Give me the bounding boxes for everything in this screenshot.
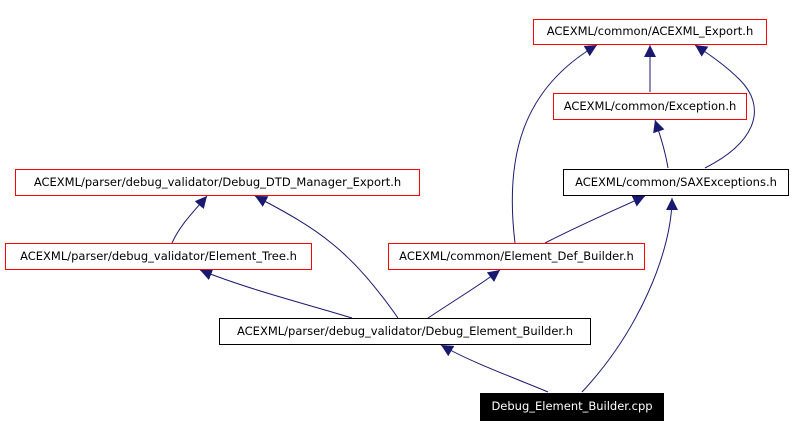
node-acexml-export[interactable]: ACEXML/common/ACEXML_Export.h: [533, 19, 767, 45]
edge-sax-exceptions-to-acexml-export: [694, 44, 755, 169]
edge-debug-builder-to-element-tree: [199, 268, 353, 319]
node-debug-element-builder-h[interactable]: ACEXML/parser/debug_validator/Debug_Elem…: [219, 318, 591, 345]
edge-element-def-builder-to-acexml-export: [511, 44, 598, 244]
edge-element-tree-to-dtd-manager-export: [171, 195, 208, 244]
node-element-tree[interactable]: ACEXML/parser/debug_validator/Element_Tr…: [5, 243, 312, 270]
edge-debug-builder-to-dtd-manager-export: [254, 195, 399, 319]
node-element-def-builder[interactable]: ACEXML/common/Element_Def_Builder.h: [388, 243, 645, 270]
edge-element-def-builder-to-sax-exceptions: [544, 195, 646, 244]
node-sax-exceptions[interactable]: ACEXML/common/SAXExceptions.h: [563, 169, 789, 196]
edge-cpp-to-sax-exceptions: [581, 197, 678, 393]
edge-cpp-to-debug-element-builder-h: [440, 344, 549, 393]
node-debug-element-builder-cpp[interactable]: Debug_Element_Builder.cpp: [480, 393, 664, 421]
node-exception[interactable]: ACEXML/common/Exception.h: [553, 93, 747, 120]
edge-debug-builder-to-element-def-builder: [427, 269, 501, 319]
node-debug-dtd-manager-export[interactable]: ACEXML/parser/debug_validator/Debug_DTD_…: [15, 169, 420, 196]
edge-sax-exceptions-to-exception: [653, 119, 669, 169]
